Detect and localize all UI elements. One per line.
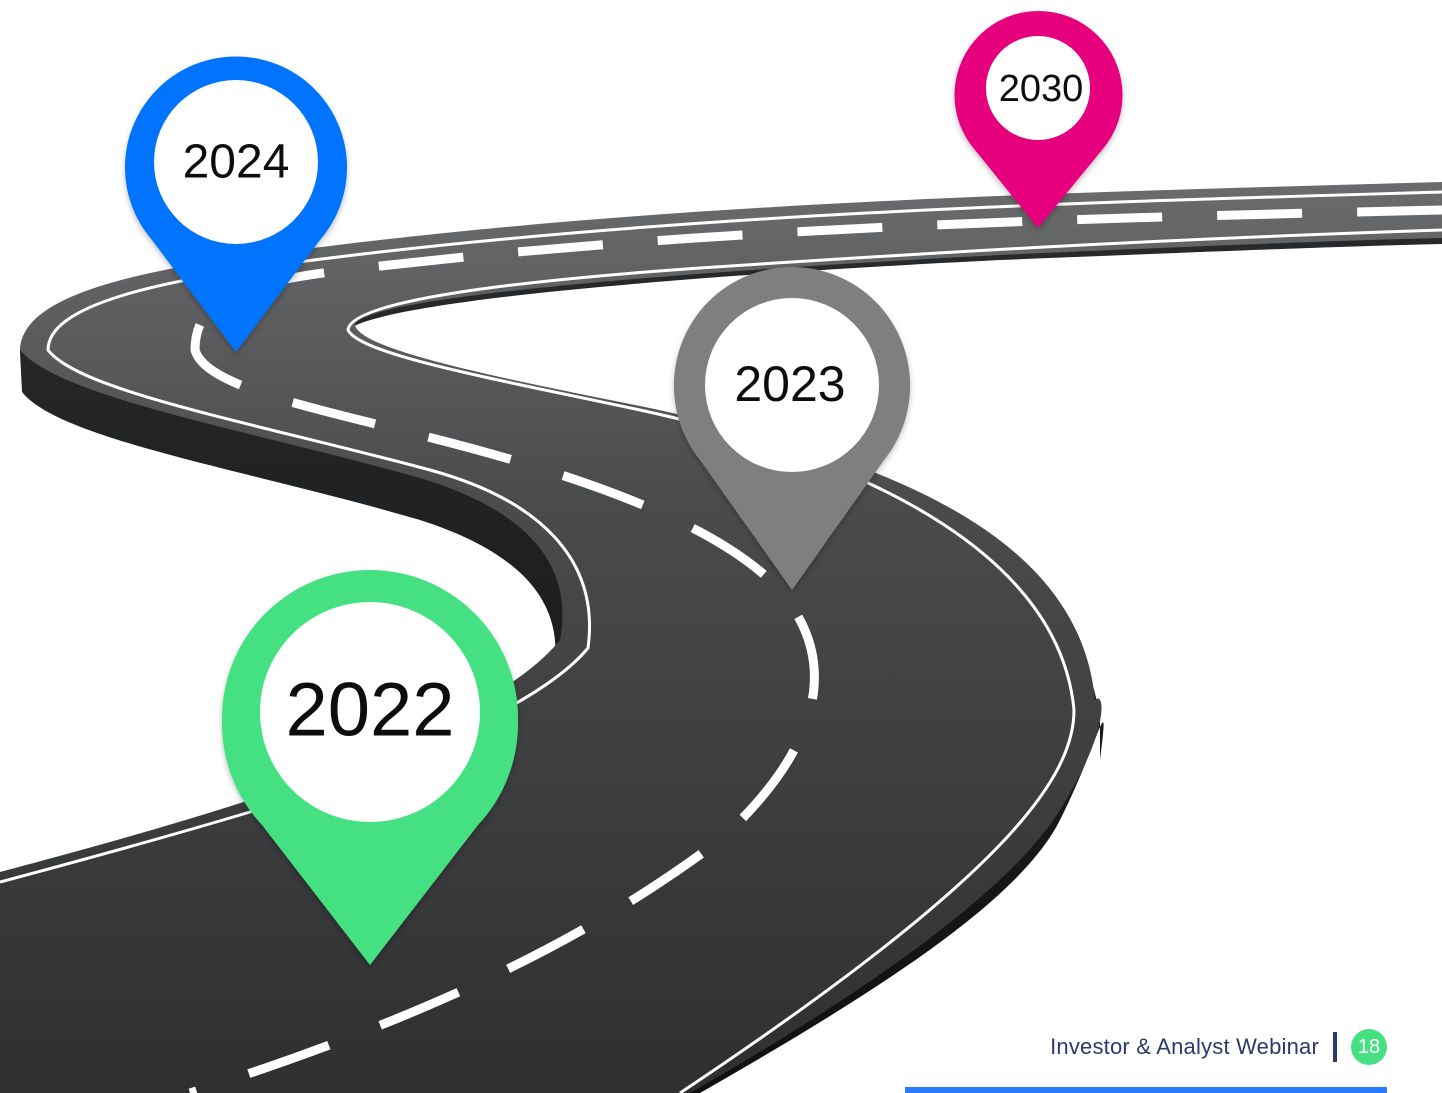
pin-face-2023 [705,298,879,472]
milestone-label-2030: 2030 [999,68,1084,110]
slide-footer: Investor & Analyst Webinar 18 [1050,1027,1387,1067]
pin-face-2024 [154,80,318,244]
milestone-pin-2023: 2023 [674,267,910,590]
page-number-badge: 18 [1351,1029,1387,1065]
milestone-pin-2024: 2024 [125,56,347,353]
milestone-pin-2022: 2022 [222,570,518,965]
footer-accent-bar [905,1087,1387,1093]
pin-face-2030 [986,36,1090,140]
milestone-label-2024: 2024 [183,136,290,189]
road-edge-line-inner [346,228,1442,1093]
footer-separator [1333,1032,1337,1062]
pin-face-2022 [260,602,480,822]
road-center-dashes [188,205,1442,1093]
footer-title: Investor & Analyst Webinar [1050,1034,1319,1059]
milestone-label-2022: 2022 [285,668,454,753]
milestone-label-2023: 2023 [734,356,845,412]
milestone-pin-2030: 2030 [954,11,1123,229]
